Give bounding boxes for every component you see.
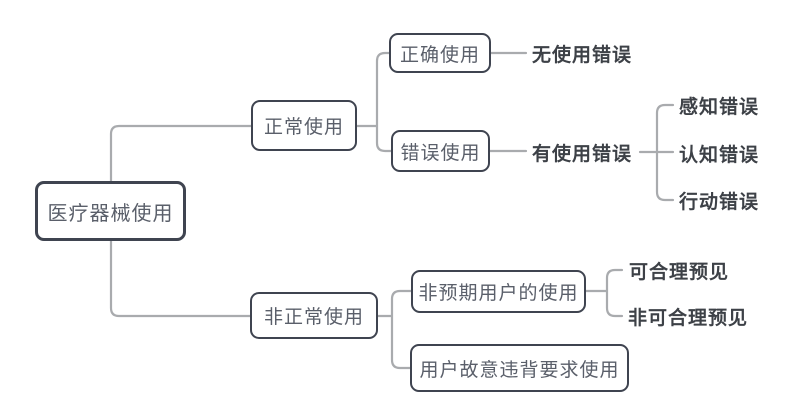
node-medical-device-use[interactable]: 医疗器械使用 bbox=[35, 181, 186, 241]
connector-root-to-abnormal-use bbox=[109, 239, 252, 318]
node-wrong-use[interactable]: 错误使用 bbox=[391, 130, 490, 172]
node-correct-use[interactable]: 正确使用 bbox=[389, 33, 491, 73]
node-unintended-user-use[interactable]: 非预期用户的使用 bbox=[411, 270, 586, 313]
node-abnormal-use[interactable]: 非正常使用 bbox=[250, 292, 378, 339]
node-action-error[interactable]: 行动错误 bbox=[679, 191, 760, 213]
connector-foreseeable-bracket bbox=[605, 268, 624, 318]
connector-error-types-bracket bbox=[655, 103, 675, 202]
node-no-use-error[interactable]: 无使用错误 bbox=[532, 44, 633, 66]
node-not-reasonably-foreseeable[interactable]: 非可合理预见 bbox=[628, 307, 749, 329]
node-intentional-violation-use[interactable]: 用户故意违背要求使用 bbox=[410, 344, 629, 392]
node-has-use-error[interactable]: 有使用错误 bbox=[532, 143, 633, 165]
connector-root-to-normal-use bbox=[109, 124, 253, 183]
node-cognition-error[interactable]: 认知错误 bbox=[679, 144, 760, 166]
node-perception-error[interactable]: 感知错误 bbox=[679, 96, 760, 118]
node-reasonably-foreseeable[interactable]: 可合理预见 bbox=[629, 261, 730, 283]
connector-normal-use-children-bracket bbox=[375, 51, 393, 153]
connector-abnormal-use-children-bracket bbox=[390, 289, 413, 370]
node-normal-use[interactable]: 正常使用 bbox=[251, 100, 357, 151]
